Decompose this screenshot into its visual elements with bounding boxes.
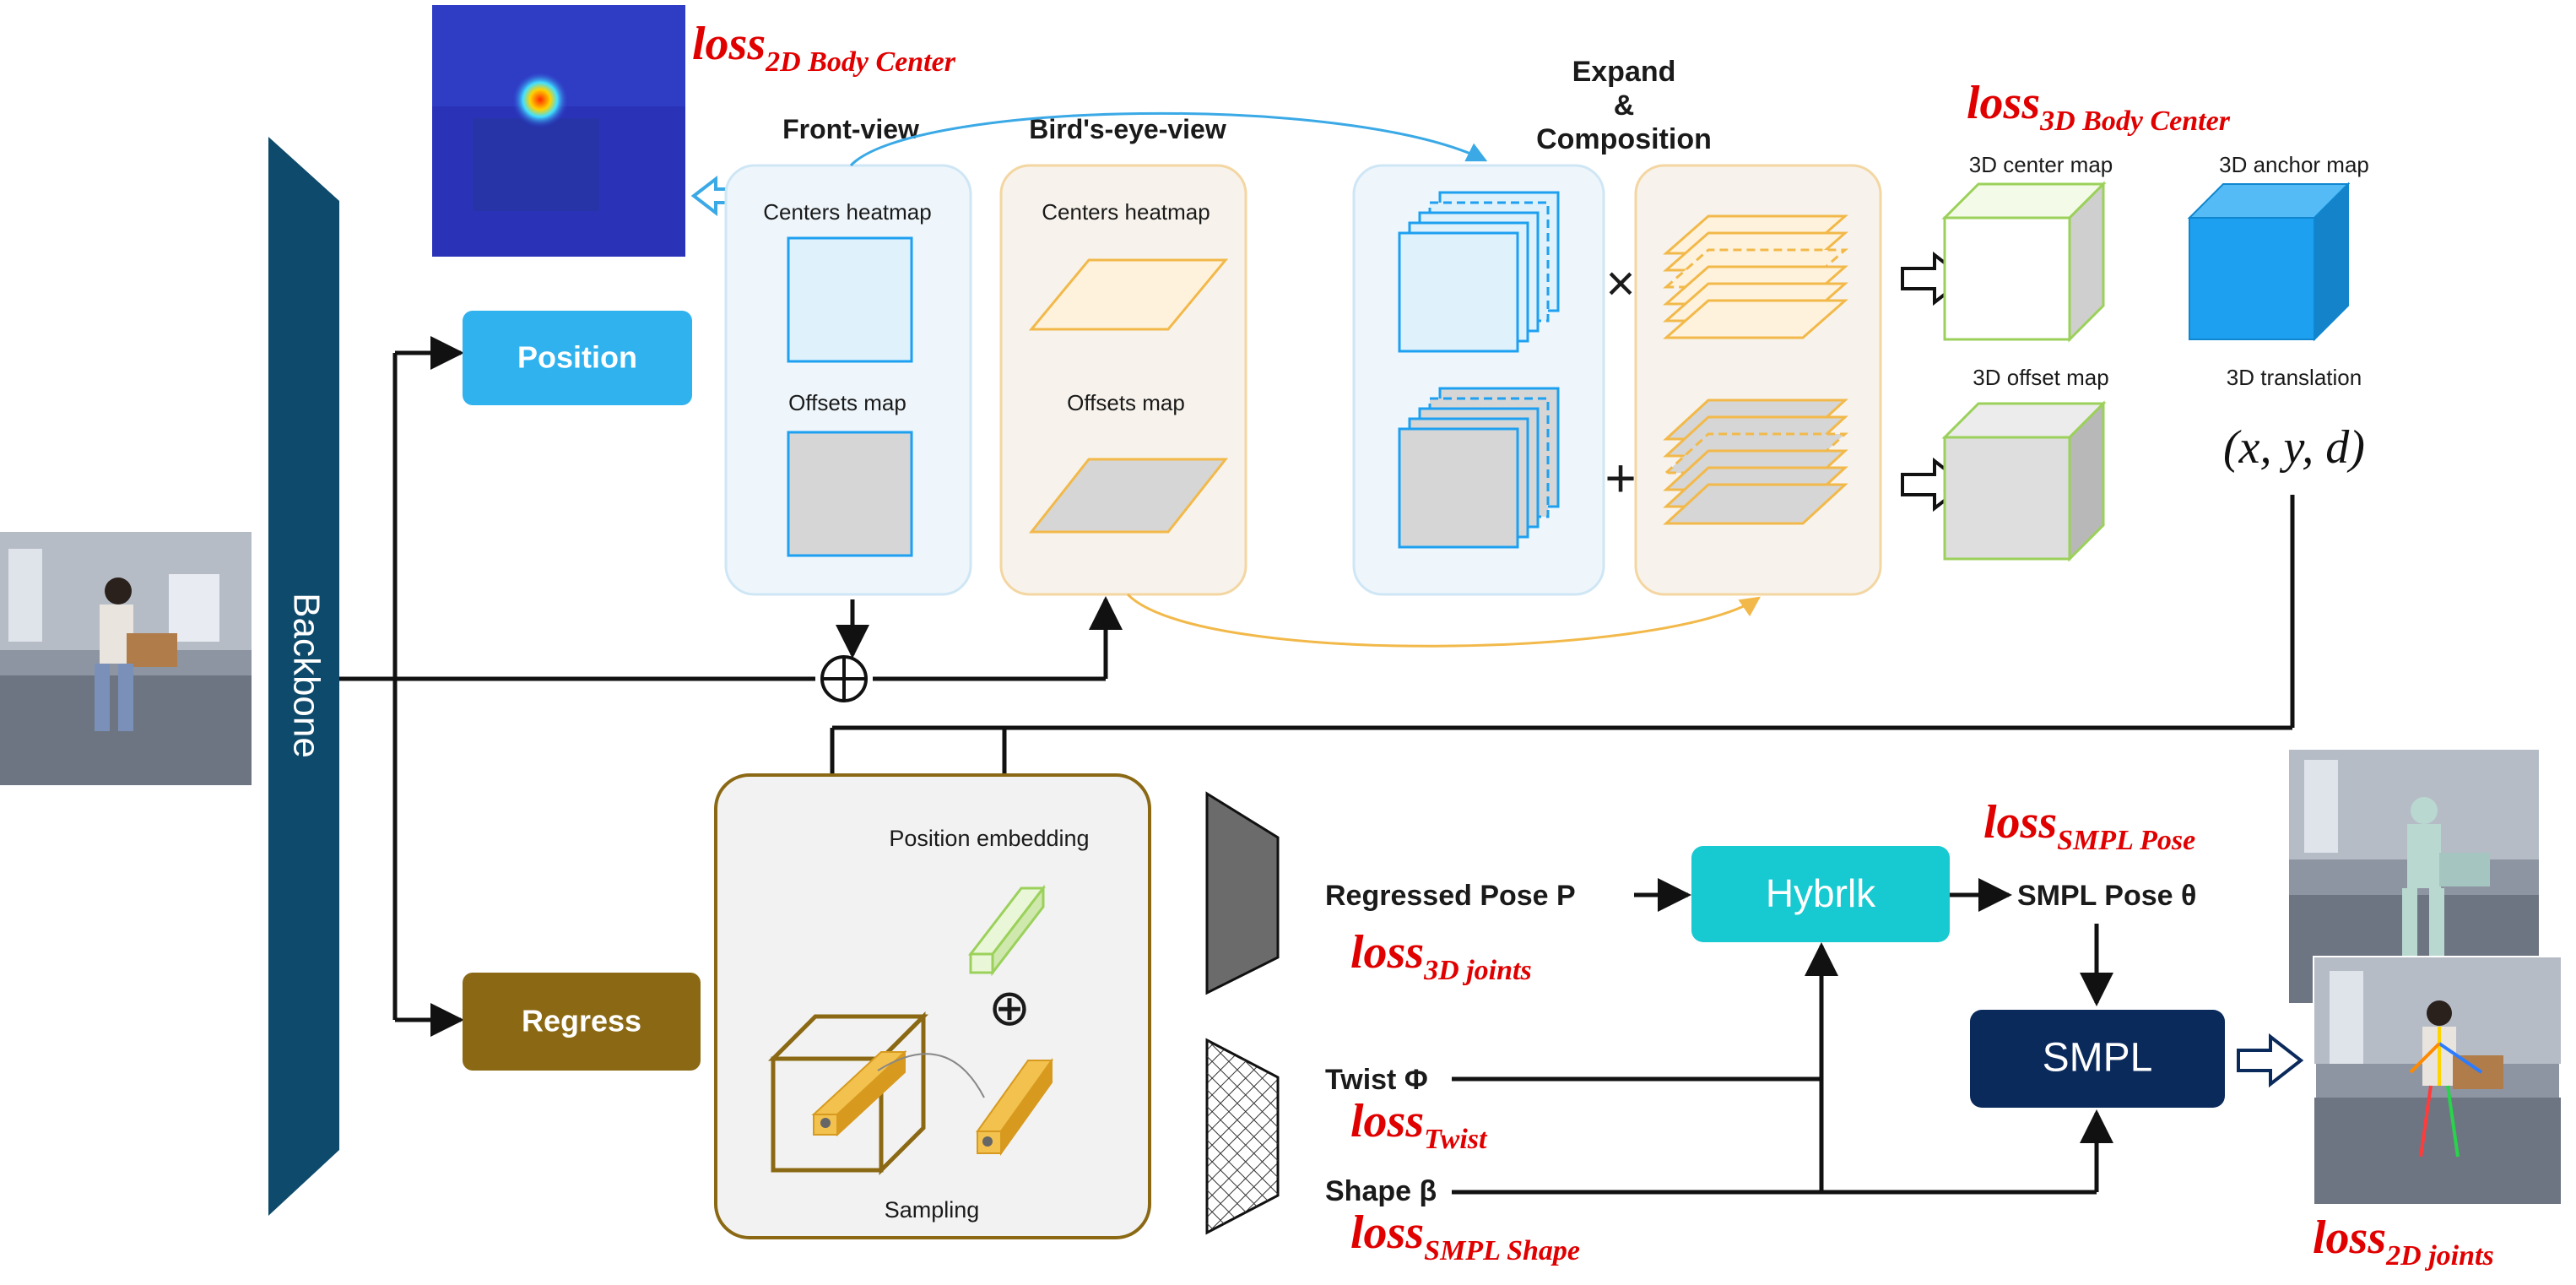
composition-offsets-stack (1663, 399, 1848, 525)
regress-box (463, 973, 701, 1071)
front-view-title: Front-view (782, 114, 919, 144)
front-centers-map (787, 236, 913, 363)
joints-output-image (2313, 956, 2562, 1206)
loss-twist: lossTwist (1350, 1095, 1488, 1155)
regress-label: Regress (522, 1004, 641, 1038)
anchor-map-cube (2187, 182, 2351, 342)
expanded-centers-stack (1398, 191, 1560, 353)
smpl-output-arrow (2237, 1033, 2304, 1088)
sampling-oplus: ⊕ (988, 979, 1031, 1036)
composition-centers-stack (1663, 214, 1848, 339)
loss-smpl-shape: lossSMPL Shape (1350, 1206, 1580, 1266)
hybrik-label: Hybrlk (1766, 871, 1876, 915)
offset-map-cube (1941, 400, 2107, 562)
expand-line2: & (1614, 89, 1635, 122)
smpl-pose-label: SMPL Pose θ (2017, 880, 2196, 912)
translation-math: (x, y, d) (2223, 421, 2365, 474)
position-box (463, 311, 692, 405)
input-image (0, 532, 252, 785)
position-label: Position (517, 340, 637, 375)
hybrik-box (1691, 846, 1950, 942)
loss-2d-body-center: loss2D Body Center (692, 18, 956, 78)
backbone-block (268, 137, 339, 1216)
front-centers-label: Centers heatmap (763, 199, 931, 225)
position-embedding-label: Position embedding (889, 826, 1089, 851)
backbone-connectors (339, 336, 1123, 1037)
expand-line3: Composition (1536, 123, 1712, 155)
regression-connectors (1452, 878, 2113, 1195)
center-map-cube (1941, 181, 2107, 343)
birds-centers-map (1028, 258, 1229, 331)
birds-eye-title: Bird's-eye-view (1029, 114, 1226, 144)
birds-offsets-label: Offsets map (1067, 390, 1185, 415)
plus-symbol: + (1605, 447, 1636, 508)
shape-label: Shape β (1325, 1175, 1437, 1207)
center-map-label: 3D center map (1969, 152, 2113, 177)
birds-centers-label: Centers heatmap (1042, 199, 1210, 225)
expand-line1: Expand (1572, 56, 1676, 88)
front-offsets-label: Offsets map (788, 390, 906, 415)
sampled-feature-bar (976, 1057, 1053, 1157)
birds-to-composition-arrow (1126, 593, 1761, 648)
loss-3d-body-center: loss3D Body Center (1967, 77, 2231, 137)
smpl-label: SMPL (2043, 1036, 2153, 1081)
loss-3d-joints: loss3D joints (1350, 926, 1532, 986)
loss-2d-joints: loss2D joints (2313, 1212, 2494, 1271)
times-symbol: × (1605, 255, 1635, 312)
sampling-curve (877, 1053, 985, 1098)
birds-offsets-map (1028, 458, 1229, 534)
expanded-offsets-stack (1398, 387, 1560, 549)
position-embedding-bar (967, 884, 1047, 977)
pose-head (1205, 791, 1280, 995)
front-to-expand-arrow (849, 111, 1488, 167)
regressed-pose-label: Regressed Pose P (1325, 880, 1576, 912)
offset-map-label: 3D offset map (1973, 365, 2108, 390)
anchor-map-label: 3D anchor map (2219, 152, 2369, 177)
loss-smpl-pose: lossSMPL Pose (1983, 796, 2195, 856)
sampling-label: Sampling (885, 1197, 980, 1223)
heatmap-image (432, 5, 685, 257)
smpl-box (1970, 1010, 2225, 1108)
translation-label: 3D translation (2227, 365, 2362, 390)
backbone-label: Backbone (285, 593, 327, 758)
front-offsets-map (787, 431, 913, 557)
twist-label: Twist Φ (1325, 1064, 1428, 1096)
